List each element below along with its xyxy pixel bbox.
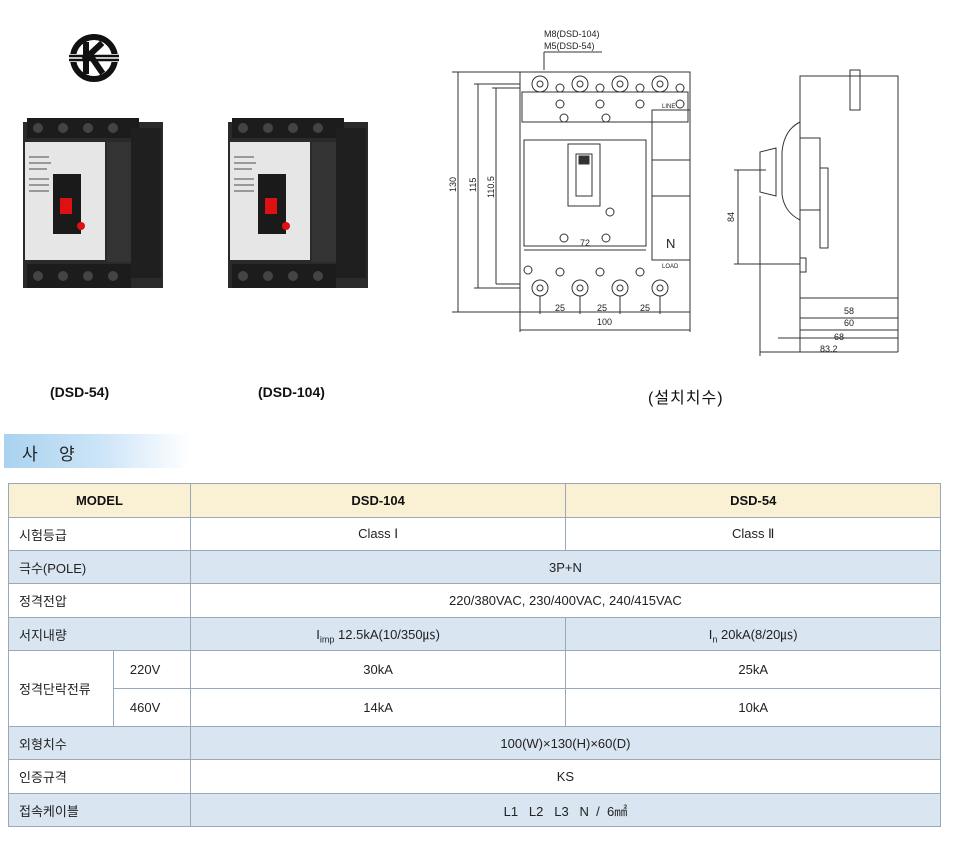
row-label-rated-voltage: 정격전압 xyxy=(8,583,191,618)
line-label: LINE xyxy=(662,104,675,110)
product-caption-dsd-54: (DSD-54) xyxy=(50,384,110,400)
cell-test-class-104: Class Ⅰ xyxy=(189,517,567,551)
dim-130: 130 xyxy=(448,177,458,192)
cell-dimensions: 100(W)×130(H)×60(D) xyxy=(189,726,942,760)
table-row: 서지내량 Iimp 12.5kA(10/350㎲) In 20kA(8/20㎲) xyxy=(8,617,941,651)
front-view-drawing: M8(DSD-104) M5(DSD-54) LINE N 72 LOAD xyxy=(440,22,720,346)
row-label-cable: 접속케이블 xyxy=(8,793,191,827)
neutral-label: N xyxy=(666,236,675,251)
side-view-drawing: 84 58 60 68 83.2 xyxy=(720,60,910,374)
table-row: 460V 14kA 10kA xyxy=(9,688,941,727)
cell-breaking-220-54: 25kA xyxy=(565,650,941,689)
dim-25-1: 25 xyxy=(555,303,565,313)
table-row: 정격전압 220/380VAC, 230/400VAC, 240/415VAC xyxy=(8,583,942,618)
dim-84: 84 xyxy=(726,212,736,222)
cell-breaking-220-104: 30kA xyxy=(189,650,567,689)
cell-surge-54: In 20kA(8/20㎲) xyxy=(565,617,941,651)
table-row: 정격단락전류 220V 30kA 25kA xyxy=(8,650,941,727)
dim-68: 68 xyxy=(834,332,844,342)
drawing-caption: (설치치수) xyxy=(648,390,724,407)
spec-table: MODEL DSD-104 DSD-54 시험등급 Class Ⅰ Class … xyxy=(8,483,942,827)
row-label-surge: 서지내량 xyxy=(8,617,191,651)
row-label-poles: 극수(POLE) xyxy=(8,550,191,584)
cell-breaking-460-104: 14kA xyxy=(189,688,567,727)
cell-rated-voltage: 220/380VAC, 230/400VAC, 240/415VAC xyxy=(189,583,942,618)
dim-100: 100 xyxy=(597,317,612,327)
table-row: 시험등급 Class Ⅰ Class Ⅱ xyxy=(8,517,941,551)
table-header-row: MODEL DSD-104 DSD-54 xyxy=(8,483,941,518)
screw-label-m5: M5(DSD-54) xyxy=(544,41,595,51)
dim-58: 58 xyxy=(844,306,854,316)
table-row: 외형치수 100(W)×130(H)×60(D) xyxy=(8,726,942,760)
cell-certification: KS xyxy=(189,759,942,794)
product-caption-dsd-104: (DSD-104) xyxy=(258,384,325,400)
cell-voltage-460: 460V xyxy=(112,688,191,727)
ks-mark-logo xyxy=(66,30,122,86)
row-label-dimensions: 외형치수 xyxy=(8,726,191,760)
cell-breaking-460-54: 10kA xyxy=(565,688,941,727)
header-model: MODEL xyxy=(8,483,191,518)
cell-voltage-220: 220V xyxy=(112,650,191,689)
section-title: 사 양 xyxy=(22,445,83,465)
dim-83-2: 83.2 xyxy=(820,344,838,354)
dim-60: 60 xyxy=(844,318,854,328)
load-label: LOAD xyxy=(662,264,679,270)
row-label-test-class: 시험등급 xyxy=(8,517,191,551)
row-label-breaking-current: 정격단락전류 xyxy=(8,650,114,727)
dim-25-3: 25 xyxy=(640,303,650,313)
cell-test-class-54: Class Ⅱ xyxy=(565,517,941,551)
header-dsd-54: DSD-54 xyxy=(565,483,941,518)
cell-cable: L1 L2 L3 N / 6㎟ xyxy=(189,793,942,827)
cell-poles: 3P+N xyxy=(189,550,942,584)
table-row: 접속케이블 L1 L2 L3 N / 6㎟ xyxy=(8,793,942,827)
dim-72: 72 xyxy=(580,238,590,248)
header-dsd-104: DSD-104 xyxy=(189,483,567,518)
dim-110-5: 110.5 xyxy=(486,176,496,198)
row-label-certification: 인증규격 xyxy=(8,759,191,794)
dim-25-2: 25 xyxy=(597,303,607,313)
screw-label-m8: M8(DSD-104) xyxy=(544,29,600,39)
dim-115: 115 xyxy=(468,178,478,192)
product-image-dsd-104 xyxy=(228,118,368,290)
section-header: 사 양 xyxy=(4,434,190,468)
cell-surge-104: Iimp 12.5kA(10/350㎲) xyxy=(189,617,567,651)
table-row: 극수(POLE) 3P+N xyxy=(8,550,942,584)
table-row: 인증규격 KS xyxy=(8,759,942,794)
product-image-dsd-54 xyxy=(23,118,163,290)
